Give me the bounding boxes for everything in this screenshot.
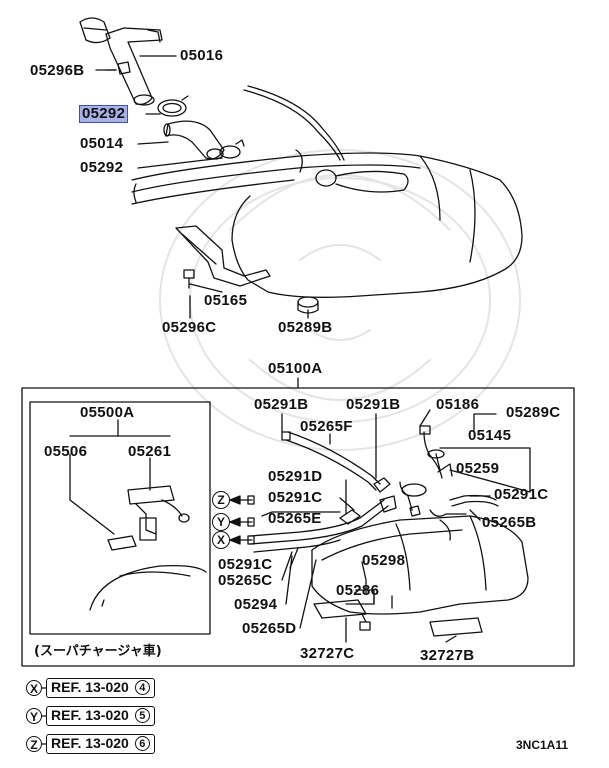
part-label-05259[interactable]: 05259 [456, 460, 500, 477]
ref-text-x: REF. 13-020 [51, 679, 129, 695]
part-label-05291c-right[interactable]: 05291C [494, 486, 549, 503]
part-label-05291c-low[interactable]: 05291C [218, 556, 273, 573]
ref-num-x: 4 [134, 680, 150, 695]
fuel-tank-upper-art [131, 149, 523, 298]
part-label-05506[interactable]: 05506 [44, 443, 88, 460]
part-label-05291c-mid[interactable]: 05291C [268, 489, 323, 506]
inset-pump-art [107, 485, 190, 551]
part-label-32727c[interactable]: 32727C [300, 645, 355, 662]
ref-num-z: 6 [134, 736, 150, 751]
vent-tube-art [243, 85, 345, 161]
bolt-05296c-art [183, 269, 195, 289]
part-label-05145[interactable]: 05145 [468, 427, 512, 444]
ref-letter-y: Y [26, 708, 42, 724]
part-label-05265c[interactable]: 05265C [218, 572, 273, 589]
part-label-05265e[interactable]: 05265E [268, 510, 322, 527]
fuel-tank-lower-art [311, 515, 529, 615]
part-label-05292[interactable]: 05292 [80, 159, 124, 176]
filler-hose-art [163, 120, 225, 160]
connector-z[interactable]: Z [212, 491, 230, 509]
part-label-05291d[interactable]: 05291D [268, 468, 323, 485]
inset-title-05500a[interactable]: 05500A [80, 404, 135, 421]
connector-stubs [239, 495, 255, 545]
fuel-lines-art [249, 425, 499, 553]
inset-leaders [69, 419, 171, 535]
connector-arrows-art [229, 495, 241, 545]
connector-y[interactable]: Y [212, 513, 230, 531]
connector-x[interactable]: X [212, 531, 230, 549]
inset-caption: (スーパチャージャ車) [34, 644, 162, 659]
diagram-code: 3NC1A11 [516, 738, 569, 752]
part-label-05186[interactable]: 05186 [436, 396, 480, 413]
part-label-05296b[interactable]: 05296B [30, 62, 85, 79]
part-label-32727b[interactable]: 32727B [420, 647, 475, 664]
assembly-title-05100a[interactable]: 05100A [268, 360, 323, 377]
ref-letter-z: Z [26, 736, 42, 752]
part-label-05296c[interactable]: 05296C [162, 319, 217, 336]
part-label-05291b-right[interactable]: 05291B [346, 396, 401, 413]
ref-box-z[interactable]: REF. 13-020 6 [46, 734, 155, 754]
part-label-05289c[interactable]: 05289C [506, 404, 561, 421]
ref-box-x[interactable]: REF. 13-020 4 [46, 678, 155, 698]
inset-frame [29, 401, 211, 635]
filler-neck-art [79, 17, 163, 106]
ref-arrows [41, 687, 47, 745]
part-label-05165[interactable]: 05165 [204, 292, 248, 309]
part-label-05261[interactable]: 05261 [128, 443, 172, 460]
ref-num-y: 5 [134, 708, 150, 723]
part-label-05286[interactable]: 05286 [336, 582, 380, 599]
clamp-ring-art [157, 95, 189, 117]
part-label-05014[interactable]: 05014 [80, 135, 124, 152]
ref-box-y[interactable]: REF. 13-020 5 [46, 706, 155, 726]
part-label-05265f[interactable]: 05265F [300, 418, 353, 435]
hose-clamp-art [219, 139, 245, 159]
part-label-05294[interactable]: 05294 [234, 596, 278, 613]
part-label-05292-highlighted[interactable]: 05292 [78, 105, 129, 123]
part-label-05298[interactable]: 05298 [362, 552, 406, 569]
assembly-frame [21, 387, 575, 667]
ref-text-z: REF. 13-020 [51, 735, 129, 751]
part-label-05265d[interactable]: 05265D [242, 620, 297, 637]
part-label-05289b[interactable]: 05289B [278, 319, 333, 336]
part-label-05291b-left[interactable]: 05291B [254, 396, 309, 413]
part-label-05016[interactable]: 05016 [180, 47, 224, 64]
ref-letter-x: X [26, 680, 42, 696]
leader-lines-lower [261, 409, 531, 643]
ref-text-y: REF. 13-020 [51, 707, 129, 723]
tank-bracket-art [175, 225, 271, 287]
tank-straps-art [313, 589, 483, 637]
part-label-05265b[interactable]: 05265B [482, 514, 537, 531]
inset-tank-art [89, 564, 207, 611]
leader-lines-upper [105, 55, 309, 319]
